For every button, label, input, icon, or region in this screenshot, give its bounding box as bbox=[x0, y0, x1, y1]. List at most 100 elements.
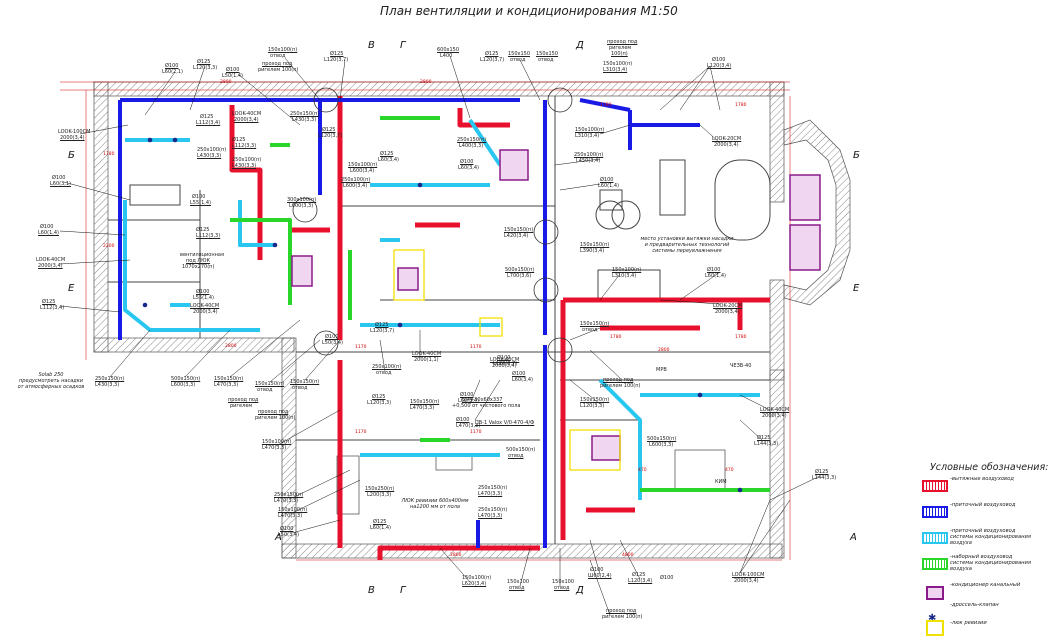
duct-label: L112(3,4) bbox=[196, 120, 221, 126]
section-mark-v-bottom: В bbox=[368, 585, 375, 596]
legend-swatch bbox=[922, 506, 948, 518]
section-mark-v-top: В bbox=[368, 40, 375, 51]
duct-label: L112(3,3) bbox=[196, 233, 221, 239]
duct-label: L50(1,4) bbox=[222, 73, 244, 79]
duct-label: L144(3,3) bbox=[812, 475, 837, 481]
unit-label-kim: КИМ bbox=[715, 479, 727, 485]
duct-label: Ø125 bbox=[200, 114, 214, 120]
duct-label: L470(3,3) bbox=[410, 405, 435, 411]
duct-label: L120(3,7) bbox=[324, 57, 349, 63]
duct-label: L470(3,3) bbox=[262, 445, 287, 451]
duct-label: L450(3,4) bbox=[576, 158, 601, 164]
duct-label: отвод bbox=[538, 57, 554, 63]
duct-label: ригелем bbox=[230, 403, 253, 409]
duct-label: Ø100 bbox=[712, 57, 726, 63]
duct-label: L120(3,3) bbox=[367, 400, 392, 406]
legend-label: -наборный воздуховод системы кондиционир… bbox=[950, 554, 1032, 572]
legend-swatch bbox=[926, 586, 944, 600]
duct-label: L60(3,4) bbox=[512, 377, 534, 383]
duct-label: L112(3,4) bbox=[40, 305, 65, 311]
duct-label: 250х150(п) bbox=[274, 492, 304, 498]
duct-label: L120(3,3) bbox=[580, 403, 605, 409]
duct-label: 500х150(п) bbox=[171, 376, 201, 382]
dampers bbox=[142, 137, 743, 493]
legend-item: -приточный воздуховод bbox=[922, 502, 1047, 522]
duct-label: L600(3,4) bbox=[350, 168, 375, 174]
dimension-label: 470 bbox=[638, 468, 647, 473]
duct-label: 2000(3,4) bbox=[38, 263, 63, 269]
duct-label: Ø100 bbox=[600, 177, 614, 183]
duct-label: L390(3,4) bbox=[580, 248, 605, 254]
duct-label: L60(2,1) bbox=[162, 69, 184, 75]
drawing-title: План вентиляции и кондиционирования М1:5… bbox=[380, 4, 678, 18]
duct-label: Ø100 bbox=[707, 267, 721, 273]
duct-label: 250х100(п) bbox=[197, 147, 227, 153]
dimension-label: 2800 bbox=[450, 553, 462, 558]
legend-swatch bbox=[926, 620, 944, 636]
duct-label: под ЛЮК bbox=[186, 258, 211, 264]
duct-label: 150х100(п) bbox=[462, 575, 492, 581]
duct-label: Ø125 bbox=[372, 394, 386, 400]
legend-item: -люк ревизии bbox=[922, 620, 1047, 640]
duct-label: Ø125 bbox=[757, 435, 771, 441]
duct-label: 2000(3,4) bbox=[734, 578, 759, 584]
duct-label: L50(3,4) bbox=[278, 532, 300, 538]
duct-label: Ø100 bbox=[165, 63, 179, 69]
duct-label: 250х150(п) bbox=[478, 485, 508, 491]
dimension-label: 1780 bbox=[103, 152, 115, 157]
duct-label: вентиляционная bbox=[180, 252, 224, 258]
section-mark-e-right: Е bbox=[853, 283, 860, 294]
dimension-label: 1780 bbox=[735, 103, 747, 108]
duct-label: проход под bbox=[606, 608, 637, 614]
duct-label: 150х100(п) bbox=[348, 162, 378, 168]
duct-label: L620(3,4) bbox=[462, 581, 487, 587]
duct-label: Ø100 bbox=[456, 417, 470, 423]
duct-label: Ø100 bbox=[590, 567, 604, 573]
duct-label: L430(3,3) bbox=[292, 117, 317, 123]
legend-label: -вытяжные воздуховод bbox=[950, 476, 1014, 482]
duct-label: проход под bbox=[228, 397, 259, 403]
duct-label: L112(3,3) bbox=[232, 143, 257, 149]
duct-label: LOOK-40CM bbox=[412, 351, 442, 357]
duct-label: Ø100 bbox=[325, 334, 339, 340]
dimension-label: 2200 bbox=[103, 244, 115, 249]
dimension-label: 2800 bbox=[658, 348, 670, 353]
duct-label: 150х150 bbox=[508, 51, 531, 57]
duct-label: 150х100 bbox=[552, 579, 575, 585]
duct-label: L470(3,3) bbox=[274, 498, 299, 504]
duct-label: L600(3,4) bbox=[343, 183, 368, 189]
section-mark-g-top: Г bbox=[400, 40, 406, 51]
duct-label: отвод bbox=[257, 387, 273, 393]
duct-label: Ø125 bbox=[632, 572, 646, 578]
duct-label: 150х100(п) bbox=[278, 507, 308, 513]
duct-label: +0,500 от чистового пола bbox=[452, 403, 521, 409]
dimension-label: 1780 bbox=[610, 335, 622, 340]
duct-label: 150х100(п) bbox=[612, 267, 642, 273]
duct-label: отвод bbox=[292, 385, 308, 391]
duct-label: отвод bbox=[510, 57, 526, 63]
duct-label: L60(1,4) bbox=[705, 273, 727, 279]
dimension-label: 4800 bbox=[622, 553, 634, 558]
dimension-label: 1780 bbox=[600, 103, 612, 108]
exhaust-ducts bbox=[229, 96, 770, 560]
legend-label: -приточный воздуховод системы кондициони… bbox=[950, 528, 1032, 546]
duct-label: отвод bbox=[582, 327, 598, 333]
ac-units bbox=[291, 149, 821, 461]
duct-label: Ø100 bbox=[660, 575, 674, 581]
duct-label: ригелем 100(п) bbox=[258, 67, 299, 73]
dimension-label: 1170 bbox=[355, 345, 367, 350]
duct-label: 250х100(п) bbox=[341, 177, 371, 183]
duct-label: L470(3,3) bbox=[456, 423, 481, 429]
legend-item: -кондиционер канальный bbox=[922, 582, 1047, 602]
duct-label: 2000(3,4) bbox=[492, 363, 517, 369]
duct-label: L400 bbox=[440, 53, 453, 59]
duct-label: L60(1,4) bbox=[370, 525, 392, 531]
duct-label: 500х150(п) bbox=[505, 267, 535, 273]
duct-label: L310(3,4) bbox=[575, 133, 600, 139]
duct-label: Ø125 bbox=[380, 151, 394, 157]
duct-label: 150х150(п) bbox=[290, 379, 320, 385]
duct-label: 2000(3,4) bbox=[60, 135, 85, 141]
duct-label: ПВ-1 Valox V/0-470-4/Ф bbox=[475, 420, 535, 426]
legend-item: -вытяжные воздуховод bbox=[922, 476, 1047, 496]
duct-label: 150х150 bbox=[536, 51, 559, 57]
